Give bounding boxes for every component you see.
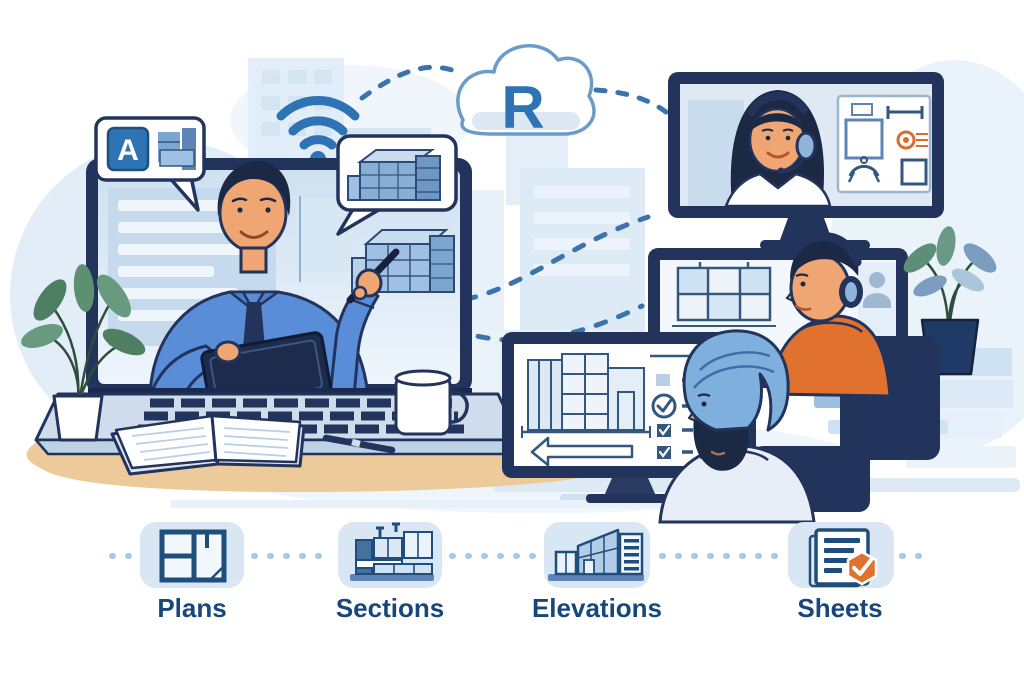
app-speech-bubble: A [94,116,206,212]
notebook [110,414,306,476]
app-letter: A [117,134,139,167]
plant-left [21,264,146,442]
bubble-building-model [347,149,441,201]
remote-woman [724,90,832,206]
mini-plan-icon [158,128,196,170]
check-badge-icon [846,550,878,586]
workflow-label-plans: Plans [157,593,226,623]
elevation-drawing [521,353,651,438]
coffee-mug [394,369,469,436]
whiteboard-cad-icons [836,94,932,194]
monitor-remote-woman [668,72,944,250]
building-elevation-icon [548,528,644,581]
workflow-label-sections: Sections [336,593,444,623]
floor-plan-icon [159,529,227,583]
remote-man-orange [768,232,940,460]
workflow-card-elevations [544,522,650,588]
building-speech-bubble [336,134,458,236]
remote-man-turban [658,329,870,524]
approved-sheet-icon [808,528,878,588]
workflow-card-sheets [788,522,894,588]
cad-app-icon: A [106,126,150,172]
cloud-icon: R [456,44,596,141]
pen [322,434,396,454]
building-section-icon [350,522,434,581]
participant-avatar-icon [863,272,891,308]
workflow-card-sections [338,522,442,588]
cloud-letter: R [501,74,544,141]
workflow-label-elevations: Elevations [532,593,662,623]
workflow-card-plans [140,522,244,588]
workflow-row: Plans Sections [109,522,927,623]
workflow-label-sheets: Sheets [797,593,882,623]
